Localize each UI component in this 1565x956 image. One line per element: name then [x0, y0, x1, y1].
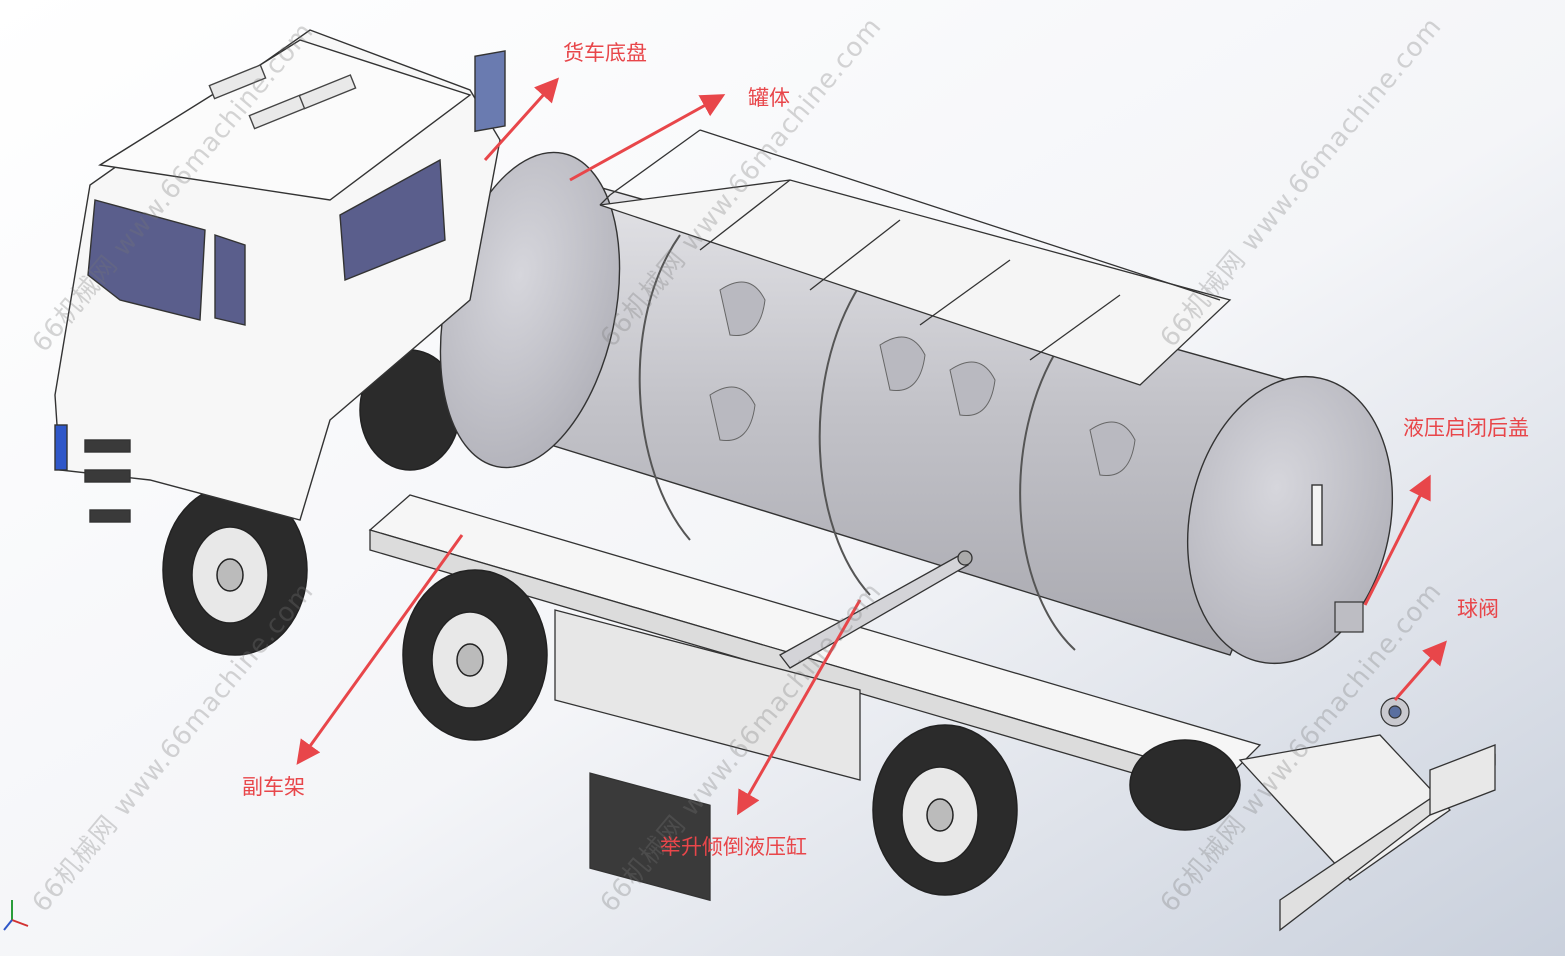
wheels [162, 349, 1241, 896]
lift-cylinder [779, 550, 973, 669]
label-ball-valve: 球阀 [1457, 597, 1499, 621]
wheel-rear [872, 724, 1018, 896]
cab-steps [84, 439, 131, 523]
label-chassis: 货车底盘 [563, 41, 647, 65]
arrow-ball-valve [1393, 640, 1447, 701]
arrow-tank [569, 94, 726, 182]
tank-rear-cap [1186, 375, 1394, 665]
arrow-rear-cover [1363, 474, 1431, 606]
cab-grille [474, 50, 506, 133]
wheel-middle [402, 569, 548, 741]
tank-baffles [638, 234, 1076, 651]
label-lift-cylinder: 举升倾倒液压缸 [660, 835, 807, 859]
label-tank: 罐体 [748, 86, 790, 110]
truck-cab [54, 29, 506, 523]
tank [439, 151, 1394, 665]
cab-bumper-light [54, 424, 68, 471]
tank-baffle-cutouts [709, 281, 1136, 477]
cab-windshield [87, 199, 206, 321]
dump-chute [1238, 734, 1496, 932]
arrow-chassis [483, 77, 560, 162]
walkway [599, 129, 1232, 386]
label-rear-cover: 液压启闭后盖 [1403, 416, 1529, 440]
axis-triad [3, 900, 29, 931]
arrow-lift-cylinder [737, 599, 862, 816]
label-subframe: 副车架 [242, 775, 305, 799]
callout-arrows [296, 77, 1447, 816]
ball-valve [1334, 601, 1410, 727]
cab-side-window-left [214, 234, 246, 326]
arrow-subframe [296, 534, 464, 765]
rear-cover-handle [1311, 484, 1323, 546]
wheel-rear-inner [1129, 739, 1241, 831]
cab-side-window-right [339, 158, 446, 282]
cab-roof-vents [208, 64, 357, 130]
wheel-front [162, 484, 308, 656]
